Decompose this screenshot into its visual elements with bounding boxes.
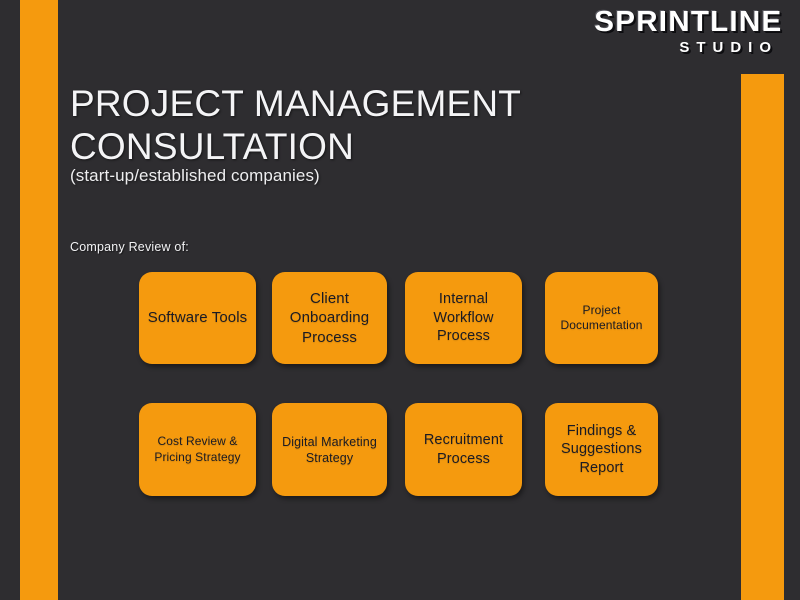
card-label: Recruitment Process (423, 431, 504, 467)
review-card-recruitment-process[interactable]: Recruitment Process (405, 403, 522, 496)
card-label: Project Documentation (560, 302, 643, 332)
card-label: Client Onboarding Process (289, 290, 370, 346)
section-label: Company Review of: (70, 240, 189, 254)
review-card-grid: Software Tools Client Onboarding Process… (139, 272, 669, 496)
logo-wordmark: SPRINTLINE (593, 6, 782, 38)
page-title: PROJECT MANAGEMENT CONSULTATION (70, 83, 521, 168)
card-label: Cost Review & Pricing Strategy (154, 434, 241, 464)
right-accent-bar (741, 74, 784, 600)
left-accent-bar (20, 0, 58, 600)
review-card-client-onboarding-process[interactable]: Client Onboarding Process (272, 272, 387, 364)
page-subtitle: (start-up/established companies) (70, 166, 320, 185)
review-card-internal-workflow-process[interactable]: Internal Workflow Process (405, 272, 522, 364)
review-card-findings-suggestions-report[interactable]: Findings & Suggestions Report (545, 403, 658, 496)
card-label: Digital Marketing Strategy (282, 434, 377, 465)
logo-subtext: STUDIO (679, 39, 778, 56)
review-card-cost-review-pricing-strategy[interactable]: Cost Review & Pricing Strategy (139, 403, 256, 496)
card-label: Software Tools (147, 309, 248, 327)
review-card-software-tools[interactable]: Software Tools (139, 272, 256, 364)
brand-logo: SPRINTLINE STUDIO (594, 8, 782, 56)
review-card-project-documentation[interactable]: Project Documentation (545, 272, 658, 364)
review-card-digital-marketing-strategy[interactable]: Digital Marketing Strategy (272, 403, 387, 496)
card-label: Findings & Suggestions Report (561, 422, 642, 476)
card-label: Internal Workflow Process (433, 291, 494, 345)
